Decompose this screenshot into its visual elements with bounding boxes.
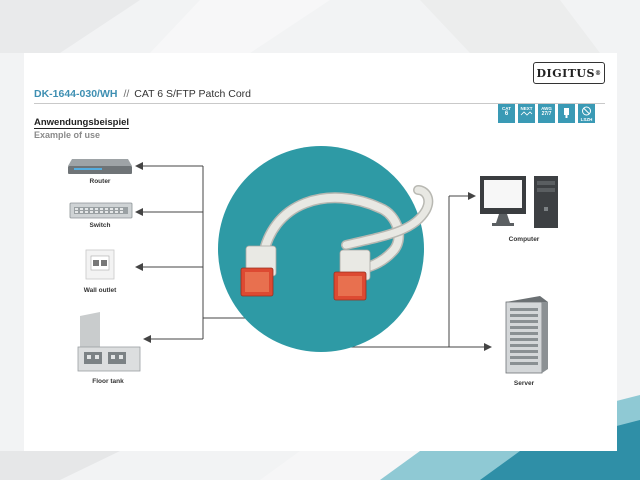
left-arrowheads bbox=[135, 162, 151, 343]
floor-tank-icon bbox=[77, 312, 141, 372]
badge-shield bbox=[558, 104, 575, 123]
halogen-free-icon bbox=[582, 106, 591, 116]
digitus-logo: DIGITUS® bbox=[533, 62, 605, 84]
badge-next: NEXT bbox=[518, 104, 535, 123]
rj45-plug-right bbox=[333, 249, 371, 301]
floor-tank-label: Floor tank bbox=[92, 378, 124, 385]
teal-circle bbox=[218, 146, 424, 352]
product-code: DK-1644-030/WH bbox=[34, 88, 118, 100]
computer-label: Computer bbox=[508, 236, 540, 243]
title-separator: // bbox=[123, 88, 130, 100]
section-title: Anwendungsbeispiel bbox=[34, 117, 130, 129]
wall-outlet-label: Wall outlet bbox=[83, 287, 117, 294]
product-name: CAT 6 S/FTP Patch Cord bbox=[134, 88, 252, 100]
logo-text: DIGITUS bbox=[536, 66, 595, 80]
shield-plug-icon bbox=[564, 108, 569, 118]
badge-halogen-free: LSZH bbox=[578, 104, 595, 123]
section-subtitle: Example of use bbox=[34, 130, 101, 140]
server-label: Server bbox=[513, 380, 535, 387]
router-icon bbox=[68, 159, 132, 174]
cable-illustration bbox=[218, 146, 434, 352]
switch-icon bbox=[69, 202, 133, 219]
right-arrowheads bbox=[468, 192, 492, 351]
wall-outlet-icon bbox=[85, 249, 115, 280]
rj45-plug-left bbox=[240, 245, 277, 297]
next-signal-icon bbox=[520, 111, 533, 116]
registered-mark: ® bbox=[594, 69, 602, 77]
product-title-bar: DK-1644-030/WH // CAT 6 S/FTP Patch Cord bbox=[34, 88, 605, 104]
computer-icon bbox=[480, 176, 558, 228]
switch-label: Switch bbox=[89, 222, 111, 229]
server-icon bbox=[505, 296, 548, 374]
router-label: Router bbox=[89, 178, 111, 185]
